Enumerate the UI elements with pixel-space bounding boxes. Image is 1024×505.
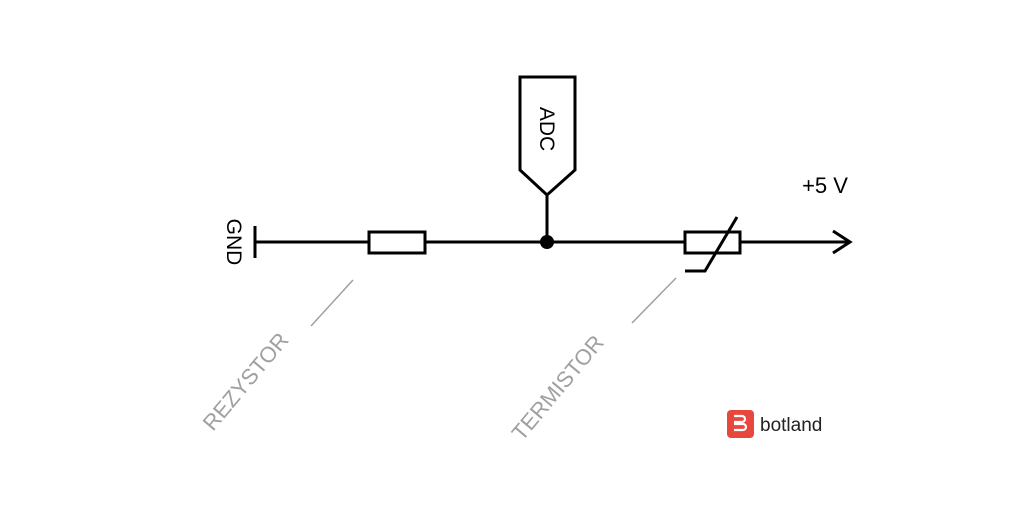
resistor-annotation: REZYSTOR — [198, 328, 294, 436]
resistor-leader-line — [310, 279, 354, 327]
junction-node — [540, 235, 554, 249]
botland-logo: botland — [727, 410, 822, 438]
arrow-head-icon — [832, 229, 853, 255]
thermistor-annotation: TERMISTOR — [507, 330, 609, 445]
resistor-symbol — [367, 230, 427, 255]
adc-label: ADC — [535, 107, 558, 151]
thermistor-leader-line — [631, 277, 677, 324]
adc-pin-symbol — [518, 75, 577, 198]
botland-logo-b-icon — [734, 414, 748, 432]
botland-logo-text: botland — [760, 415, 822, 436]
gnd-label: GND — [222, 219, 245, 266]
supply-label: +5 V — [802, 173, 848, 198]
thermistor-diagonal — [685, 216, 739, 273]
thermistor-symbol — [683, 230, 742, 255]
